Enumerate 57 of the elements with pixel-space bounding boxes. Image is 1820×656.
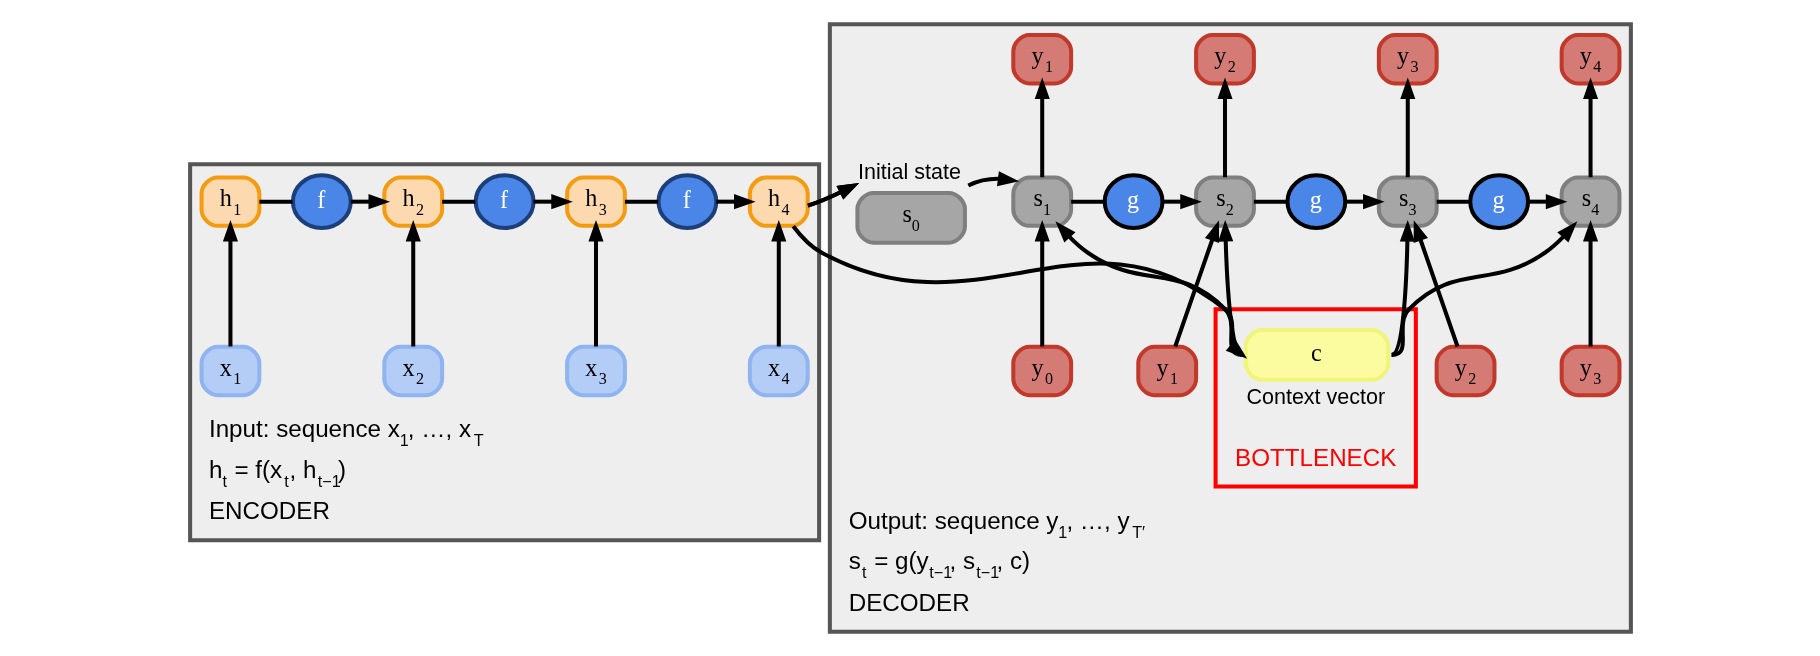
arrow bbox=[1413, 220, 1459, 348]
arrow bbox=[533, 194, 573, 210]
node-box: s$_{3}$ bbox=[1376, 175, 1439, 228]
arrow bbox=[350, 194, 390, 210]
arrow bbox=[1162, 194, 1202, 210]
connector bbox=[624, 199, 658, 204]
node-box: y$_{1}$ bbox=[1135, 344, 1198, 398]
arrow bbox=[1217, 219, 1243, 357]
node-circle: g bbox=[1467, 173, 1530, 231]
node-box: y$_{3}$ bbox=[1376, 33, 1439, 86]
node-box: h$_{1}$ bbox=[199, 175, 261, 228]
node-box: x$_{1}$ bbox=[199, 344, 261, 398]
arrow bbox=[405, 219, 421, 347]
node-box: s$_{2}$ bbox=[1193, 175, 1256, 228]
node-box: x$_{4}$ bbox=[747, 344, 810, 398]
arrow bbox=[1172, 220, 1219, 348]
node-circle: f bbox=[290, 173, 353, 231]
node-box: y$_{2}$ bbox=[1193, 33, 1256, 86]
arrow bbox=[222, 219, 238, 347]
node-box: h$_{3}$ bbox=[564, 175, 627, 228]
arrow bbox=[1344, 194, 1385, 210]
arrow bbox=[966, 171, 1019, 188]
node-box: x$_{3}$ bbox=[564, 344, 627, 398]
arrow bbox=[1034, 77, 1050, 178]
arrow bbox=[1390, 221, 1577, 357]
arrow bbox=[1582, 219, 1598, 347]
node-box: y$_{3}$ bbox=[1559, 344, 1621, 398]
connector bbox=[1070, 199, 1104, 204]
node-circle: f bbox=[656, 173, 718, 231]
node-box: s$_{4}$ bbox=[1559, 175, 1621, 228]
node-box: y$_{0}$ bbox=[1010, 344, 1073, 398]
node-box: x$_{2}$ bbox=[381, 344, 444, 398]
connector bbox=[258, 199, 293, 204]
arrow bbox=[1054, 221, 1243, 357]
arrow bbox=[770, 219, 786, 347]
connector bbox=[1436, 199, 1470, 204]
node-circle: g bbox=[1284, 173, 1347, 231]
connector bbox=[441, 199, 475, 204]
node-box: y$_{1}$ bbox=[1010, 33, 1073, 86]
node-box: y$_{4}$ bbox=[1559, 33, 1621, 86]
arrow bbox=[1034, 219, 1050, 347]
connector bbox=[1253, 199, 1287, 204]
node-circle: g bbox=[1102, 173, 1164, 231]
node-box: y$_{2}$ bbox=[1434, 344, 1496, 398]
arrow bbox=[1399, 77, 1415, 178]
arrow bbox=[587, 219, 604, 347]
node-box: h$_{2}$ bbox=[381, 175, 444, 228]
arrow bbox=[806, 183, 859, 208]
node-label: Initial state bbox=[857, 159, 961, 184]
arrow bbox=[1527, 194, 1567, 210]
arrow bbox=[715, 194, 756, 210]
arrow bbox=[1582, 77, 1598, 178]
node-label: Context vector bbox=[1245, 385, 1385, 410]
node-box: s$_{1}$ bbox=[1010, 175, 1073, 228]
node-box: h$_{4}$ bbox=[747, 175, 810, 228]
arrow bbox=[1216, 77, 1233, 178]
node-circle: f bbox=[473, 173, 536, 231]
